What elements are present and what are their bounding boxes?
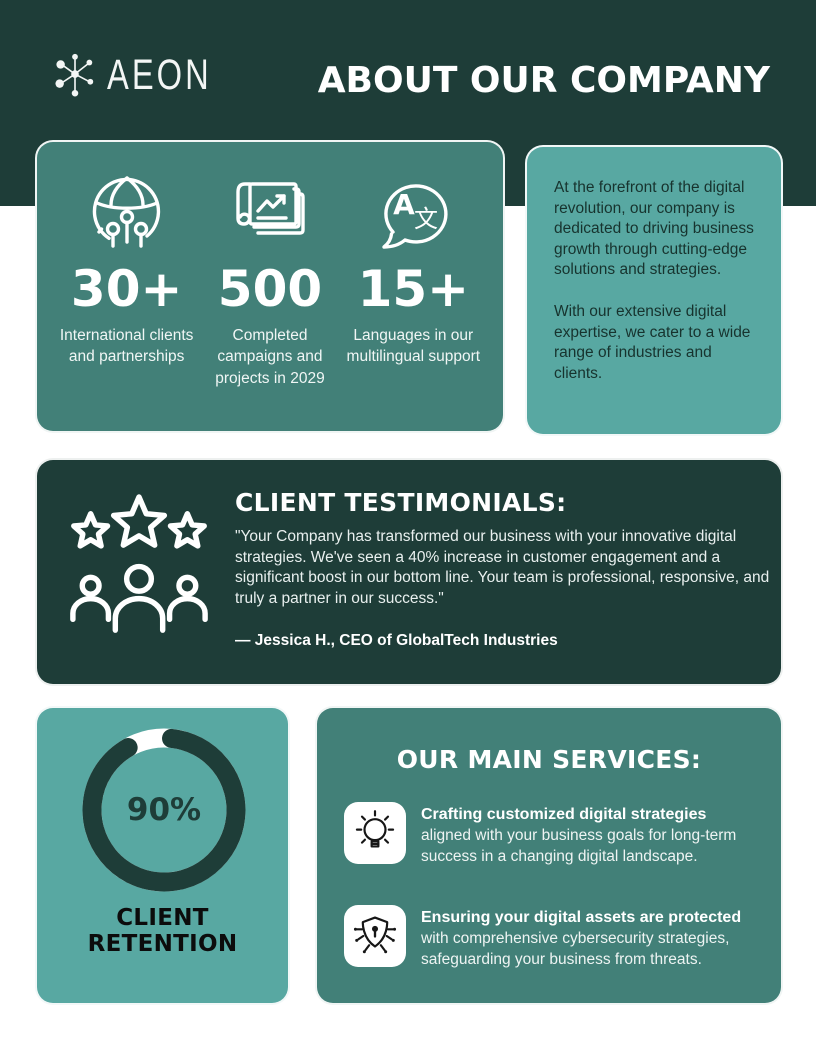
stat-value: 15+ — [357, 260, 470, 318]
main-services-card: OUR MAIN SERVICES: Crafting customize — [315, 706, 783, 1005]
stat-value: 500 — [217, 260, 323, 318]
service-item-strategy: Crafting customized digital strategies a… — [344, 802, 758, 867]
shield-security-icon — [344, 905, 406, 967]
service-text: Ensuring your digital assets are protect… — [421, 905, 758, 970]
stat-label: International clients and partnerships — [59, 327, 194, 366]
stat-label: Completed campaigns and projects in 2029 — [215, 327, 325, 387]
stat-languages: A 文 15+ Languages in our multilingual su… — [342, 172, 485, 368]
retention-donut-chart: 90% — [76, 722, 252, 898]
svg-text:A: A — [393, 188, 415, 221]
logo-wordmark: AEON — [107, 50, 212, 99]
about-paragraph: At the forefront of the digital revoluti… — [554, 179, 754, 279]
stars-customers-icon — [65, 490, 213, 648]
page-title: ABOUT OUR COMPANY — [317, 60, 770, 101]
retention-donut-arc — [82, 728, 246, 892]
stats-card: 30+ International clients and partnershi… — [35, 140, 505, 433]
campaign-report-icon — [228, 172, 312, 256]
company-logo: AEON — [52, 52, 245, 98]
service-heading: Ensuring your digital assets are protect… — [421, 909, 742, 926]
service-body: aligned with your business goals for lon… — [421, 827, 737, 865]
svg-text:文: 文 — [414, 205, 438, 233]
about-paragraph: With our extensive digital expertise, we… — [554, 303, 751, 382]
testimonials-title: CLIENT TESTIMONIALS: — [235, 488, 567, 517]
network-nodes-icon — [52, 52, 98, 98]
testimonial-quote: "Your Company has transformed our busine… — [235, 528, 770, 607]
testimonials-card: CLIENT TESTIMONIALS: "Your Company has t… — [35, 458, 783, 686]
service-body: with comprehensive cybersecurity strateg… — [421, 930, 730, 968]
stat-completed-campaigns: 500 Completed campaigns and projects in … — [198, 172, 341, 389]
service-item-security: Ensuring your digital assets are protect… — [344, 905, 758, 970]
lightbulb-icon — [344, 802, 406, 864]
stat-label: Languages in our multilingual support — [346, 327, 481, 366]
globe-network-icon — [85, 172, 169, 256]
service-heading: Crafting customized digital strategies — [421, 806, 707, 823]
testimonial-attribution: — Jessica H., CEO of GlobalTech Industri… — [235, 632, 558, 649]
retention-title: CLIENT RETENTION — [87, 905, 238, 957]
stat-international-clients: 30+ International clients and partnershi… — [55, 172, 198, 368]
service-text: Crafting customized digital strategies a… — [421, 802, 758, 867]
client-retention-card: 90% CLIENT RETENTION — [35, 706, 290, 1005]
about-card: At the forefront of the digital revoluti… — [525, 145, 783, 436]
services-title: OUR MAIN SERVICES: — [396, 745, 702, 774]
retention-percent-label: 90% — [126, 792, 202, 828]
translation-bubble-icon: A 文 — [371, 172, 455, 256]
stat-value: 30+ — [70, 260, 183, 318]
